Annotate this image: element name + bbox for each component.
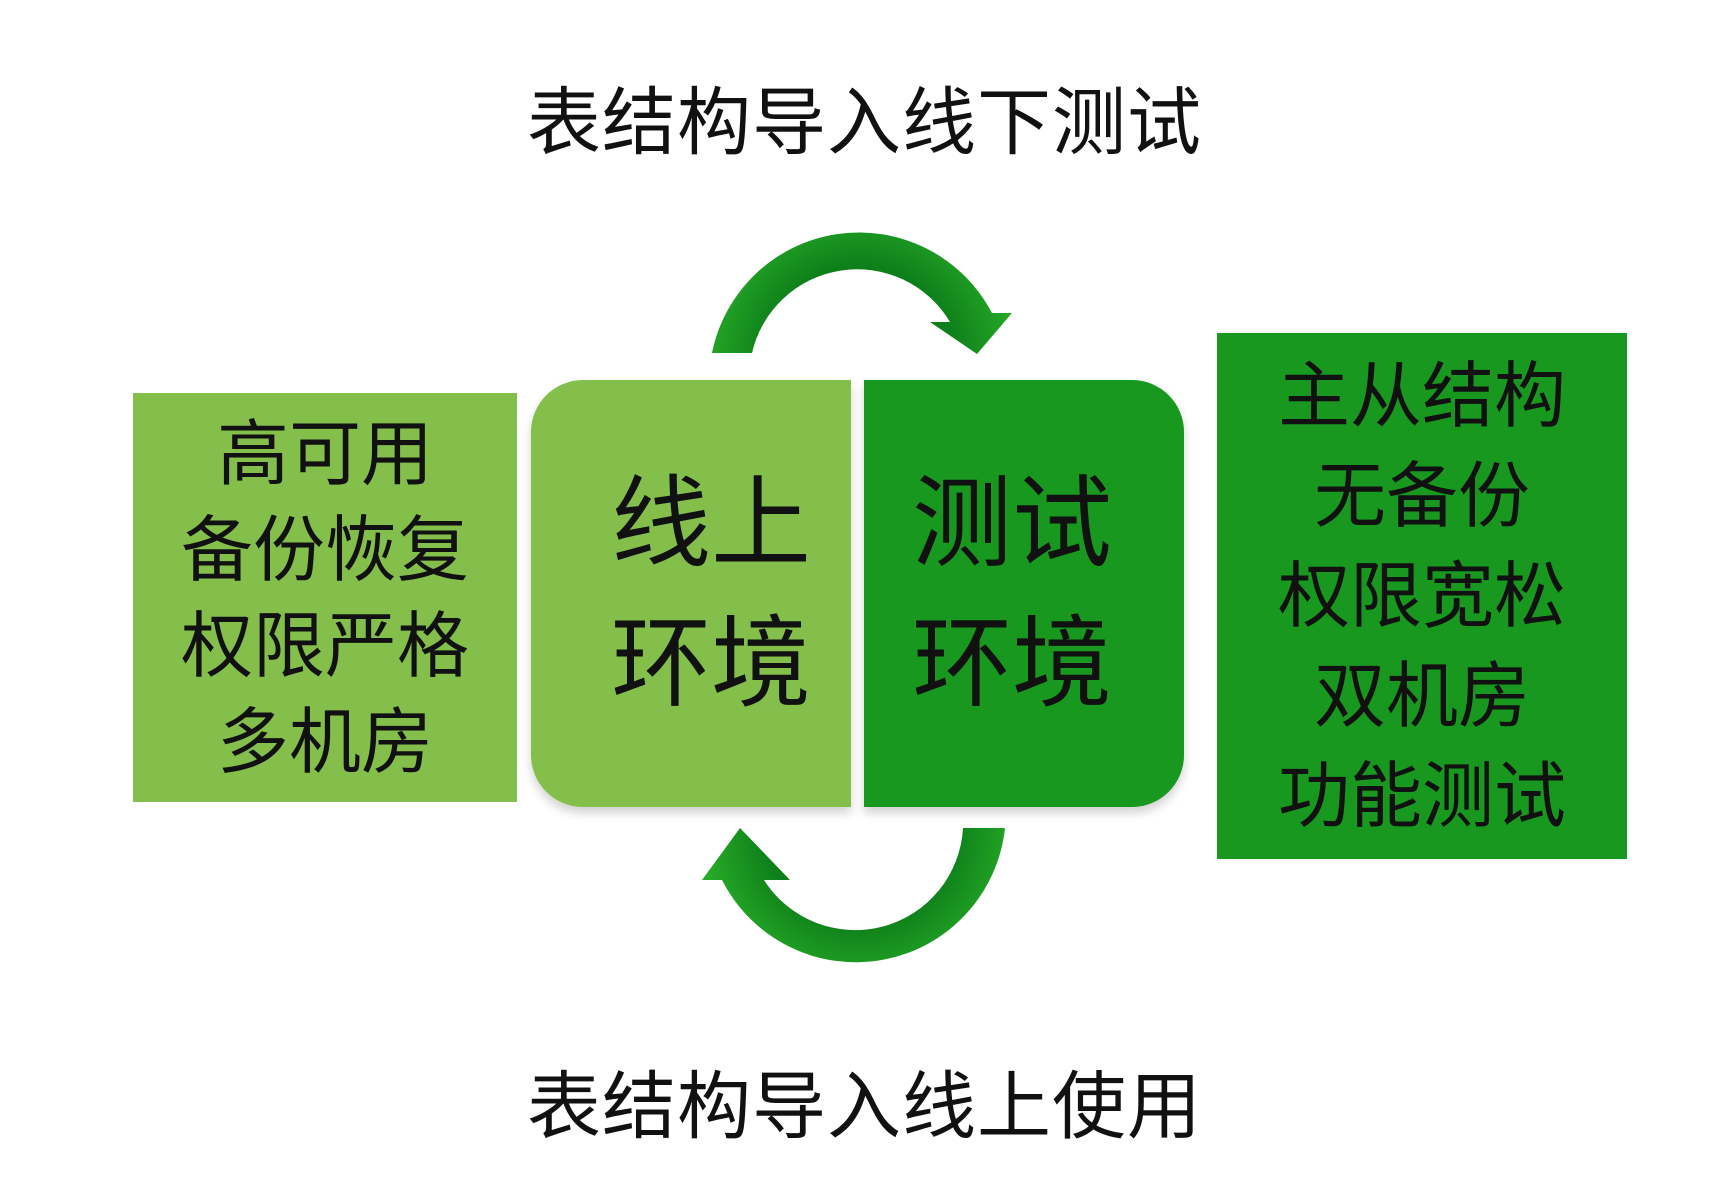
- online-feature-3: 权限严格: [180, 603, 469, 688]
- online-env-features-box: 高可用 备份恢复 权限严格 多机房: [133, 393, 517, 802]
- online-environment-box: 线上 环境: [531, 380, 851, 807]
- online-feature-2: 备份恢复: [180, 507, 469, 592]
- test-env-features-box: 主从结构 无备份 权限宽松 双机房 功能测试: [1217, 333, 1627, 859]
- top-curved-arrow-icon: [712, 232, 1012, 354]
- test-environment-box: 测试 环境: [864, 380, 1184, 807]
- online-feature-4: 多机房: [216, 699, 433, 784]
- online-feature-1: 高可用: [216, 411, 433, 496]
- test-feature-1: 主从结构: [1277, 354, 1566, 438]
- test-feature-3: 权限宽松: [1277, 554, 1566, 638]
- test-env-label-1: 测试: [912, 464, 1112, 582]
- bottom-curved-arrow-icon: [702, 828, 1005, 963]
- test-feature-2: 无备份: [1313, 454, 1530, 538]
- test-feature-5: 功能测试: [1277, 754, 1566, 838]
- caption-top: 表结构导入线下测试: [527, 80, 1202, 166]
- test-env-label-2: 环境: [912, 604, 1112, 722]
- test-feature-4: 双机房: [1313, 654, 1530, 738]
- online-env-label-2: 环境: [611, 604, 811, 722]
- online-env-label-1: 线上: [611, 464, 811, 582]
- caption-bottom: 表结构导入线上使用: [527, 1064, 1202, 1150]
